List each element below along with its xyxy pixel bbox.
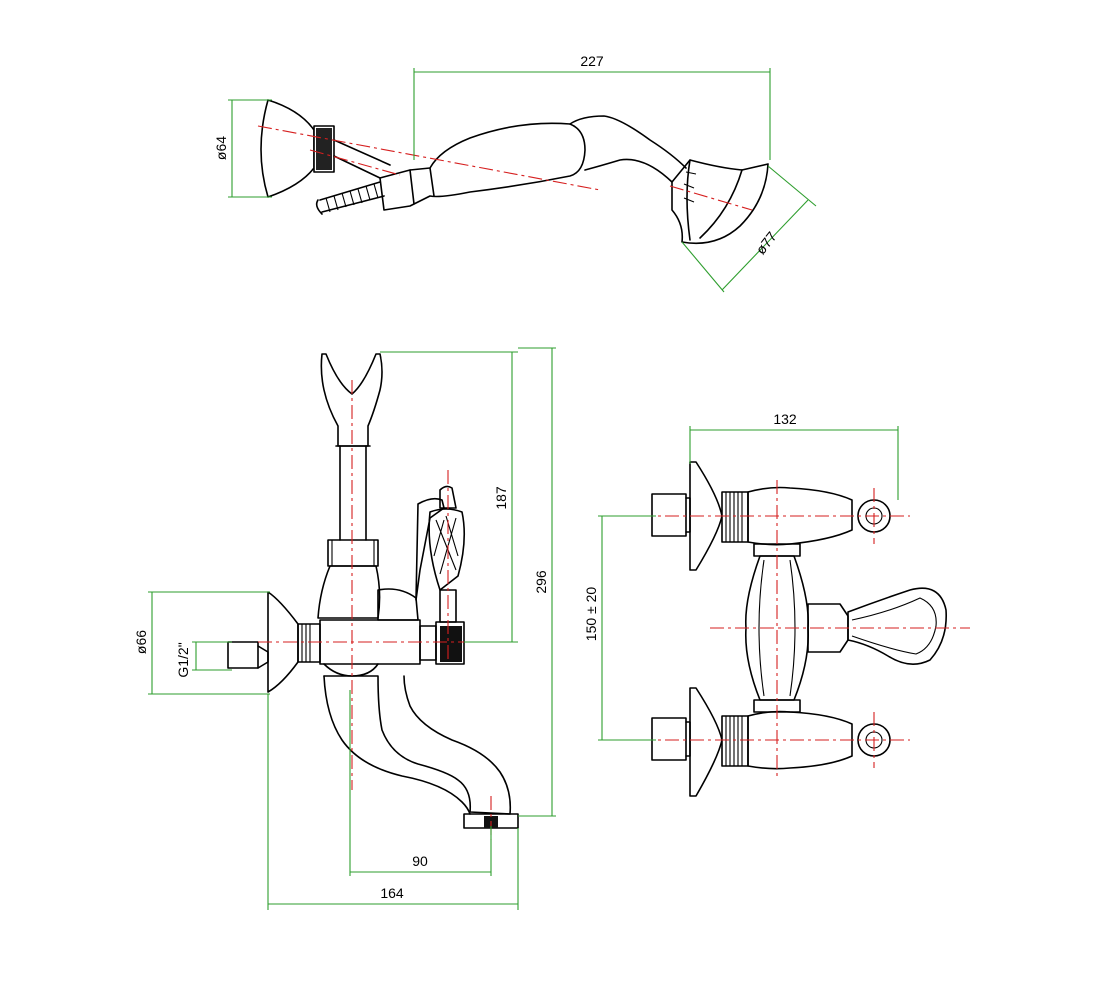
dimension-flange-diameter: ø66	[133, 591, 270, 695]
top-upper-inlet	[651, 461, 891, 571]
dimension-center-distance: 150 ± 20	[583, 515, 656, 741]
handshower-head	[671, 159, 769, 245]
dim-label-132: 132	[773, 411, 797, 427]
handshower-view: 227 ø64 ø77	[213, 53, 817, 293]
top-lower-inlet	[651, 687, 891, 797]
dim-label-d66: ø66	[133, 630, 149, 654]
dimension-total-depth: 164	[267, 694, 519, 910]
top-central-column	[744, 543, 810, 713]
dimension-top-width: 132	[689, 411, 899, 500]
wall-flange	[227, 591, 299, 693]
diverter-handle	[415, 485, 466, 623]
dimension-handshower-length: 227	[413, 53, 771, 160]
dimension-holder-diameter: ø64	[213, 99, 272, 198]
handshower-head-axis	[669, 185, 753, 211]
handshower-center-line	[257, 125, 601, 191]
handshower-hose	[315, 181, 385, 215]
dimension-total-height: 296	[518, 347, 556, 817]
dimension-inlet-thread: G1/2"	[175, 641, 232, 678]
dim-label-g12: G1/2"	[175, 642, 191, 677]
top-view: 132 150 ± 20	[583, 411, 970, 797]
front-view: 187 296 ø66 G1/2" 90	[133, 347, 556, 910]
dim-label-d77: ø77	[752, 228, 780, 257]
handshower-handle	[379, 115, 687, 211]
handshower-holder-axis	[309, 149, 401, 176]
dim-label-164: 164	[380, 885, 404, 901]
mixer-body	[297, 565, 465, 677]
dimension-spout-projection: 90	[349, 690, 492, 876]
dimension-cradle-height: 187	[380, 351, 518, 643]
dim-label-90: 90	[412, 853, 428, 869]
cradle-fork	[320, 353, 383, 567]
dim-label-187: 187	[493, 486, 509, 510]
dim-label-227: 227	[580, 53, 604, 69]
top-diverter-lever	[807, 587, 947, 665]
handshower-holder	[260, 99, 391, 198]
dim-label-150: 150 ± 20	[583, 587, 599, 642]
dim-label-d64: ø64	[213, 136, 229, 160]
dim-label-296: 296	[533, 570, 549, 594]
bath-spout	[323, 675, 519, 829]
dimension-head-diameter: ø77	[681, 165, 817, 293]
